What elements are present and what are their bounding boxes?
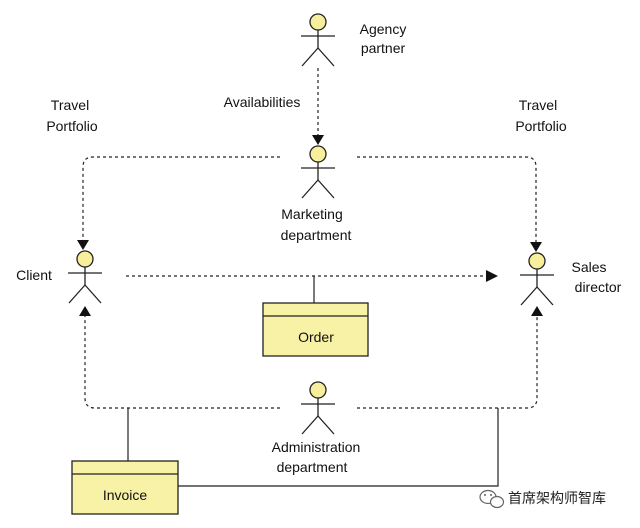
association-invoice-sales — [178, 408, 499, 487]
flow-travel-portfolio-left — [82, 156, 280, 242]
wechat-icon — [479, 489, 505, 509]
flow-travel-portfolio-right — [357, 156, 537, 244]
label-agency-partner-line2: partner — [361, 40, 406, 56]
arrow-admin-to-sales — [531, 306, 543, 316]
object-invoice: Invoice — [71, 460, 179, 515]
label-administration-line1: Administration — [272, 439, 361, 455]
label-marketing-line1: Marketing — [281, 206, 342, 222]
arrow-travel-portfolio-right — [530, 242, 542, 252]
label-agency-partner-line1: Agency — [360, 21, 407, 37]
label-travel-portfolio-right-line2: Portfolio — [515, 118, 567, 134]
actor-administration-department — [300, 381, 336, 435]
arrow-client-to-sales — [486, 270, 498, 282]
label-administration-line2: department — [277, 459, 348, 475]
watermark-text: 首席架构师智库 — [508, 490, 606, 506]
label-sales-line1: Sales — [571, 259, 606, 275]
object-invoice-label: Invoice — [103, 487, 148, 503]
object-order: Order — [262, 302, 369, 357]
actor-marketing-department — [300, 145, 336, 199]
label-travel-portfolio-left-line1: Travel — [51, 97, 89, 113]
label-marketing-line2: department — [281, 227, 352, 243]
label-availabilities: Availabilities — [224, 94, 301, 110]
actor-sales-director — [519, 252, 555, 306]
arrow-availabilities — [312, 135, 324, 145]
watermark: 首席架构师智库 — [479, 489, 606, 509]
arrow-admin-to-client — [79, 306, 91, 316]
label-client: Client — [16, 267, 52, 283]
label-travel-portfolio-right-line1: Travel — [519, 97, 557, 113]
object-order-label: Order — [298, 329, 334, 345]
actor-agency-partner — [300, 13, 336, 67]
actor-client — [67, 250, 103, 304]
flow-admin-to-sales — [357, 316, 538, 409]
label-sales-line2: director — [575, 279, 622, 295]
arrow-travel-portfolio-left — [77, 240, 89, 250]
flow-admin-to-client — [84, 316, 280, 409]
label-travel-portfolio-left-line2: Portfolio — [46, 118, 98, 134]
